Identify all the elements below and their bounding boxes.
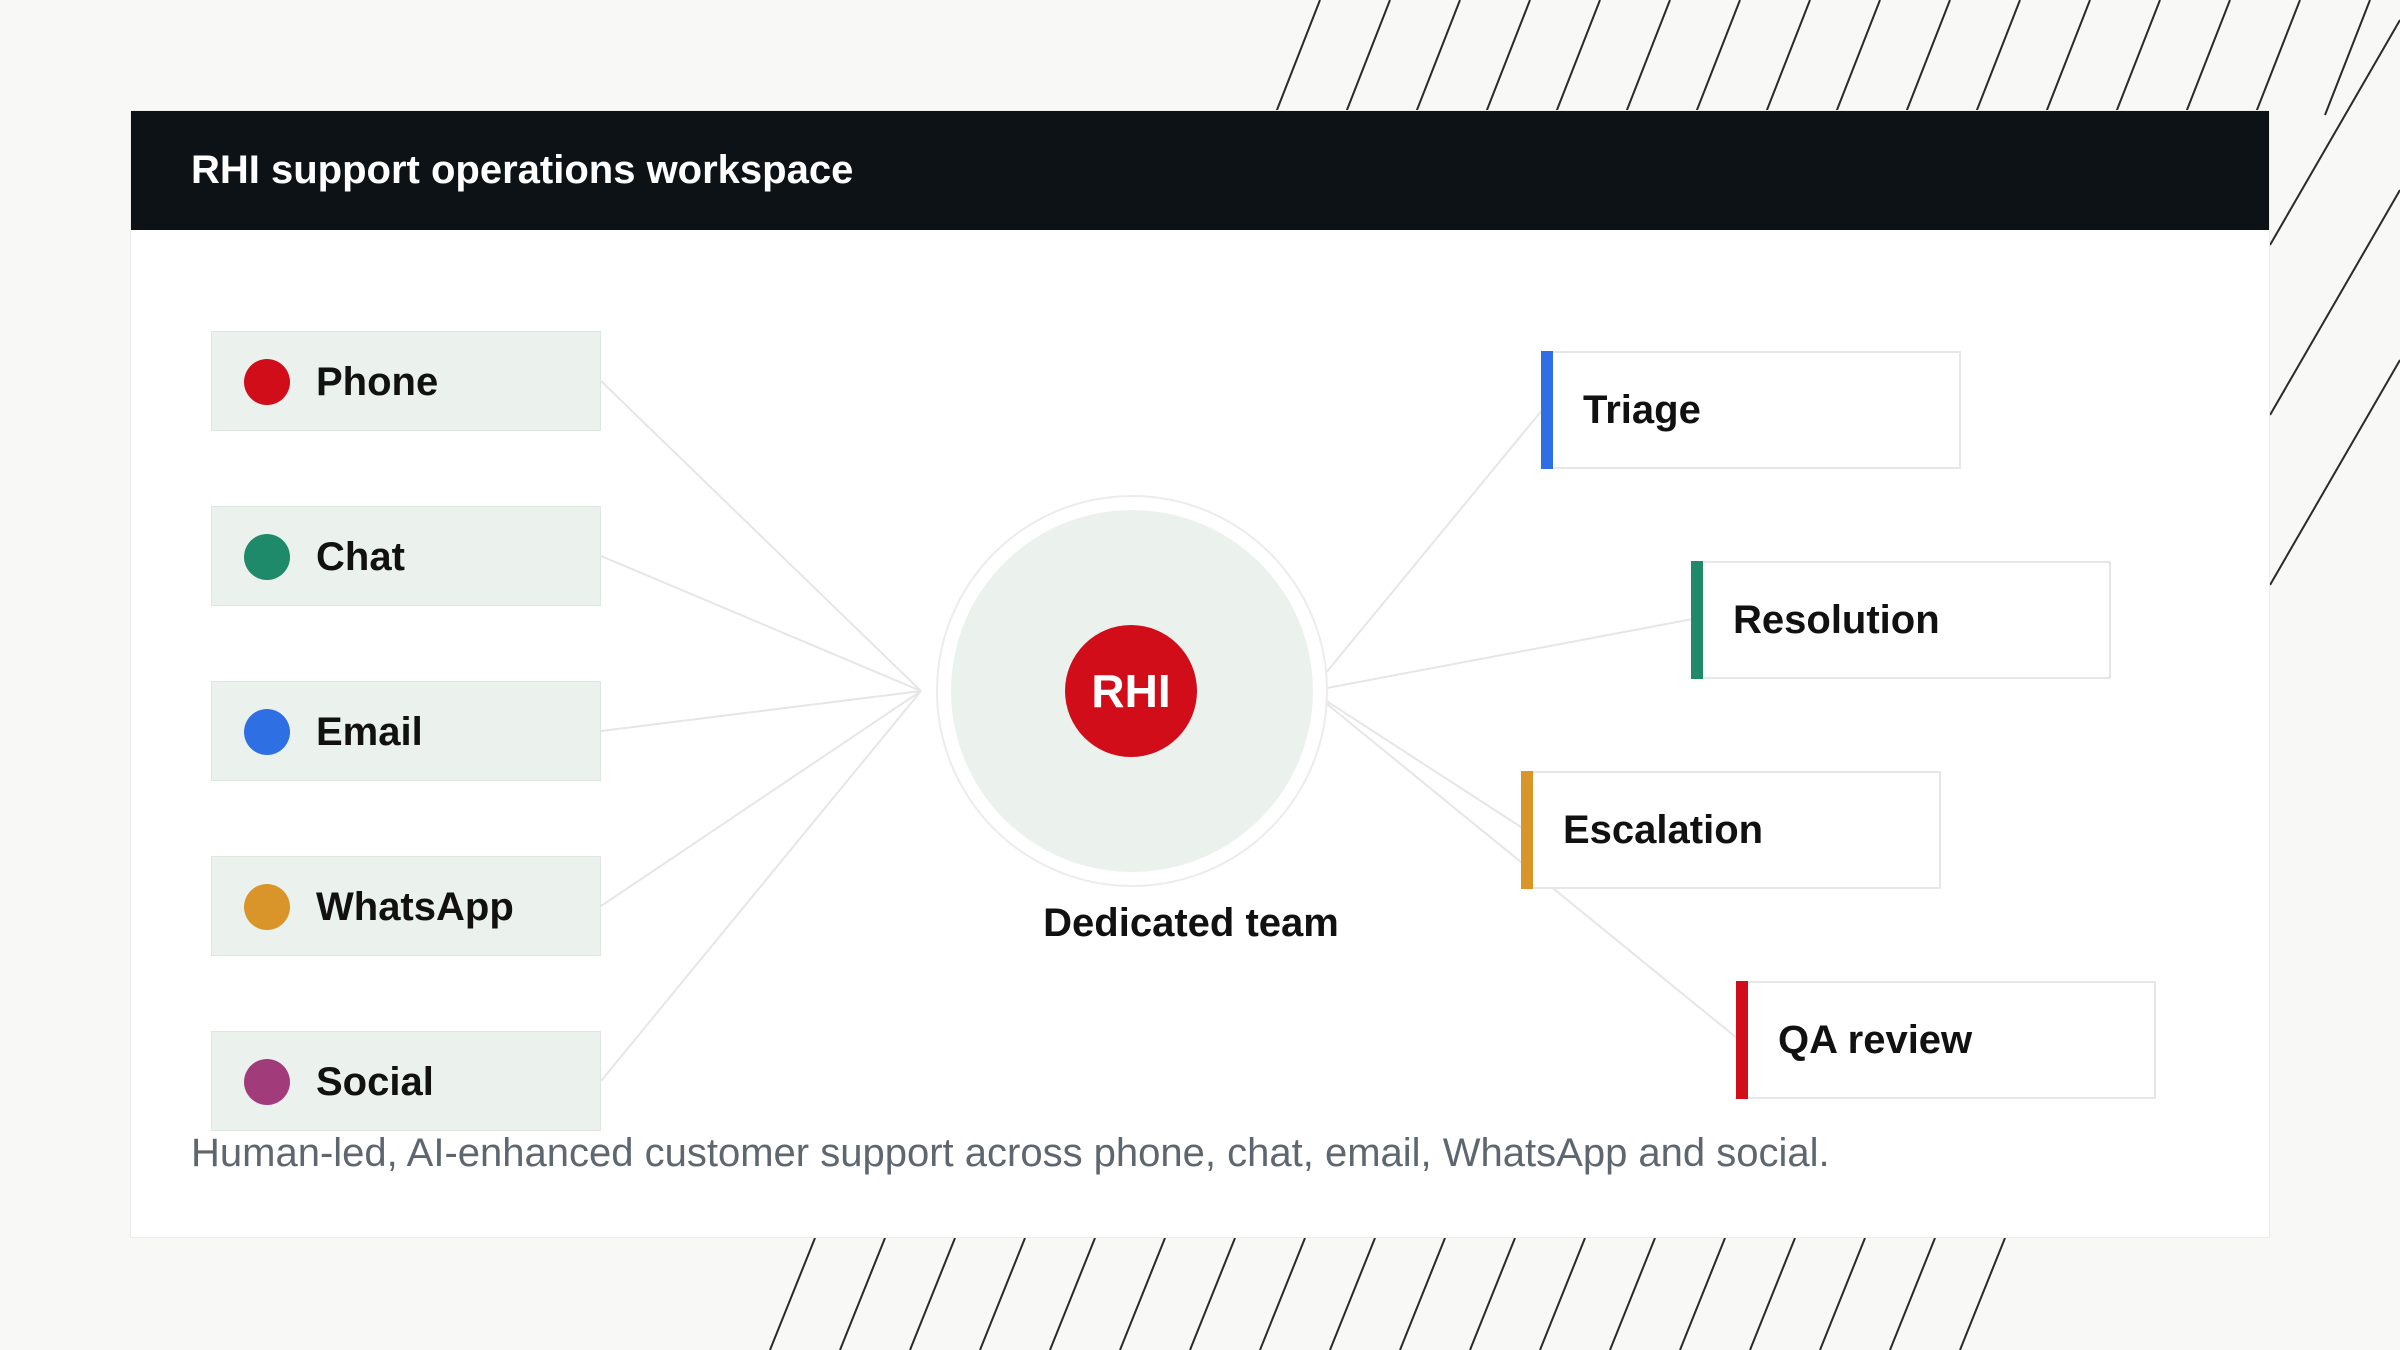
- hatch-line: [1679, 1237, 1726, 1350]
- hatch-line: [1609, 1237, 1656, 1350]
- channel-chat[interactable]: Chat: [211, 506, 601, 606]
- hatch-line: [1749, 1237, 1796, 1350]
- connector-triage: [1310, 408, 1544, 692]
- hatch-line: [1414, 0, 1461, 116]
- connector-email: [600, 690, 922, 732]
- hatch-line: [1274, 0, 1321, 116]
- hatch-line: [1974, 0, 2021, 116]
- escalation-accent-bar: [1521, 771, 1533, 889]
- workspace-panel: RHI support operations workspace Phone C…: [130, 110, 2270, 1238]
- hatch-line: [2269, 189, 2400, 416]
- stage-label-triage: Triage: [1583, 388, 1701, 432]
- whatsapp-dot-icon: [244, 884, 290, 930]
- social-dot-icon: [244, 1059, 290, 1105]
- stage-triage[interactable]: Triage: [1541, 351, 1961, 469]
- hatch-line: [2269, 19, 2400, 246]
- hatch-line: [1119, 1237, 1166, 1350]
- hatch-line: [769, 1237, 816, 1350]
- connector-whatsapp: [600, 690, 922, 907]
- hatch-line: [1889, 1237, 1936, 1350]
- hatch-line: [1694, 0, 1741, 116]
- hatch-line: [1329, 1237, 1376, 1350]
- hatch-line: [2254, 0, 2301, 116]
- hatch-line: [909, 1237, 956, 1350]
- channel-whatsapp[interactable]: WhatsApp: [211, 856, 601, 956]
- connector-lines: [600, 380, 1739, 1082]
- stage-label-resolution: Resolution: [1733, 598, 1940, 642]
- connector-social: [600, 690, 922, 1082]
- connector-escalation: [1310, 690, 1525, 830]
- hatch-line: [1399, 1237, 1446, 1350]
- channel-email[interactable]: Email: [211, 681, 601, 781]
- hatch-line: [1819, 1237, 1866, 1350]
- phone-dot-icon: [244, 359, 290, 405]
- hatch-line: [1484, 0, 1531, 116]
- channel-social[interactable]: Social: [211, 1031, 601, 1131]
- hatch-line: [1539, 1237, 1586, 1350]
- hub-caption: Dedicated team: [1043, 901, 1339, 945]
- tagline: Human-led, AI-enhanced customer support …: [191, 1131, 1830, 1175]
- resolution-accent-bar: [1691, 561, 1703, 679]
- hatch-line: [2044, 0, 2091, 116]
- stage-escalation[interactable]: Escalation: [1521, 771, 1941, 889]
- chat-dot-icon: [244, 534, 290, 580]
- hatch-line: [1259, 1237, 1306, 1350]
- rhi-badge: RHI: [1065, 625, 1197, 757]
- stage-qa-review[interactable]: QA review: [1736, 981, 2156, 1099]
- hatch-line: [979, 1237, 1026, 1350]
- hatch-line: [1624, 0, 1671, 116]
- connector-resolution: [1310, 618, 1694, 692]
- channel-label-chat: Chat: [316, 535, 405, 579]
- hatch-line: [1764, 0, 1811, 116]
- hatch-line: [2324, 0, 2371, 116]
- hatch-line: [1189, 1237, 1236, 1350]
- channel-phone[interactable]: Phone: [211, 331, 601, 431]
- connector-chat: [600, 555, 922, 692]
- stage-label-escalation: Escalation: [1563, 808, 1764, 852]
- qa-review-accent-bar: [1736, 981, 1748, 1099]
- hatch-line: [2269, 359, 2400, 586]
- channel-label-email: Email: [316, 710, 423, 754]
- hatch-line: [2184, 0, 2231, 116]
- hatch-line: [1834, 0, 1881, 116]
- workspace-title: RHI support operations workspace: [191, 148, 854, 192]
- triage-accent-bar: [1541, 351, 1553, 469]
- channel-label-phone: Phone: [316, 360, 439, 404]
- stage-resolution[interactable]: Resolution: [1691, 561, 2111, 679]
- hatch-line: [1469, 1237, 1516, 1350]
- connector-phone: [600, 380, 922, 692]
- hatch-line: [1959, 1237, 2006, 1350]
- email-dot-icon: [244, 709, 290, 755]
- workspace-header: RHI support operations workspace: [131, 111, 2269, 230]
- hatch-line: [839, 1237, 886, 1350]
- channel-label-whatsapp: WhatsApp: [316, 885, 514, 929]
- hatch-line: [1049, 1237, 1096, 1350]
- hatch-line: [1344, 0, 1391, 116]
- hatch-line: [1554, 0, 1601, 116]
- hatch-line: [2114, 0, 2161, 116]
- channel-label-social: Social: [316, 1060, 434, 1104]
- stage-label-qa-review: QA review: [1778, 1018, 1973, 1062]
- hatch-line: [1904, 0, 1951, 116]
